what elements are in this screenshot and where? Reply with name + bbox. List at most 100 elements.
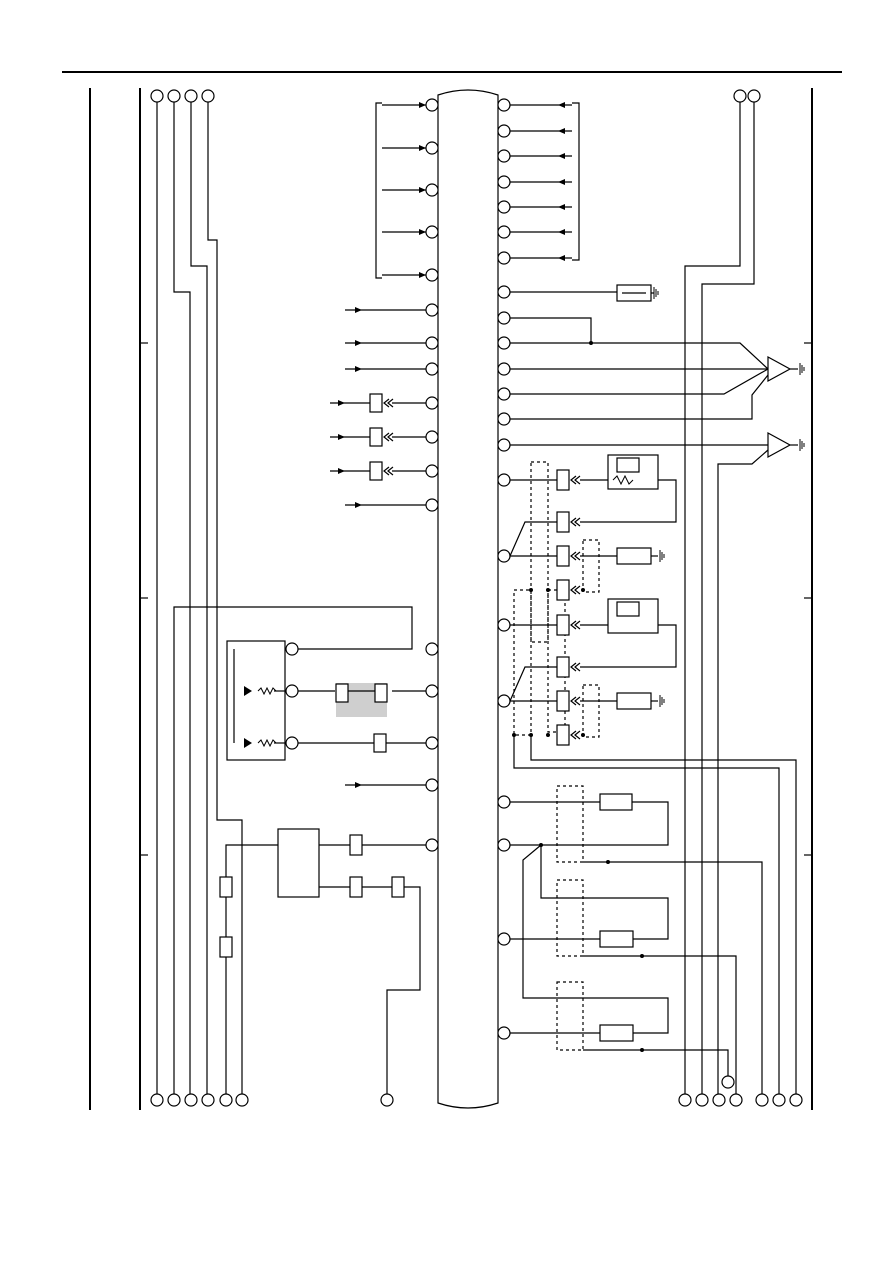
bus-wire: [207, 102, 243, 1094]
arrow-icon: [355, 502, 362, 508]
ecu-pin-right: [497, 311, 511, 325]
connector: [369, 393, 383, 413]
bus-wire: [513, 735, 780, 1094]
connector-chevron-icon: [574, 696, 581, 706]
ecu-pin-left: [425, 268, 439, 282]
bus-terminal-bottom-left: [184, 1093, 198, 1107]
connector: [219, 876, 233, 898]
arrow-icon: [558, 255, 565, 261]
bus-terminal-bottom-left: [380, 1093, 394, 1107]
wire: [509, 666, 557, 702]
bus-terminal-bottom-right: [789, 1093, 803, 1107]
wire: [386, 886, 421, 1094]
connector: [349, 876, 363, 898]
wire: [540, 845, 669, 940]
bus-wire: [583, 955, 737, 1094]
connector: [219, 936, 233, 958]
arrow-icon: [338, 434, 345, 440]
ecu-pin-right: [497, 838, 511, 852]
signal-wire: [717, 449, 769, 1094]
terminal: [285, 684, 299, 698]
led-icon: [244, 686, 252, 696]
bus-terminal-bottom-left: [235, 1093, 249, 1107]
arrow-icon: [419, 229, 426, 235]
injector-coil-2: [616, 547, 652, 565]
bus-terminal-bottom-right: [712, 1093, 726, 1107]
bus-terminal-bottom-right: [772, 1093, 786, 1107]
ground-icon: [799, 439, 805, 451]
bus-wire: [684, 102, 741, 1094]
connector: [349, 834, 363, 856]
arrow-icon: [338, 400, 345, 406]
bus-wire: [173, 102, 191, 1094]
bus-wire: [530, 735, 797, 1094]
ecu-pin-right: [497, 387, 511, 401]
arrow-icon: [419, 102, 426, 108]
arrow-icon: [558, 229, 565, 235]
connector-chevron-icon: [574, 662, 581, 672]
connector: [373, 733, 387, 753]
connector: [556, 545, 570, 567]
connector-chevron-icon: [383, 432, 390, 442]
ecu-pin-left: [425, 464, 439, 478]
ecu-pin-left: [425, 98, 439, 112]
ecu-pin-left: [425, 183, 439, 197]
connector-chevron-icon: [570, 475, 577, 485]
connector-chevron-icon: [570, 517, 577, 527]
connector-chevron-icon: [574, 475, 581, 485]
arrow-icon: [558, 128, 565, 134]
arrow-icon: [419, 187, 426, 193]
junction-dot: [581, 733, 585, 737]
ecu-pin-right: [497, 694, 511, 708]
arrow-icon: [355, 340, 362, 346]
ecu-pin-left: [425, 362, 439, 376]
led-indicator-box: [226, 640, 286, 761]
arrow-icon: [419, 272, 426, 278]
junction-dot: [546, 588, 550, 592]
wire: [225, 844, 278, 877]
connector-chevron-icon: [383, 398, 390, 408]
bus-terminal-bottom-left: [219, 1093, 233, 1107]
ecu-pin-right: [497, 225, 511, 239]
ecu-pin-right: [497, 1026, 511, 1040]
bus-terminal-top-left: [167, 89, 181, 103]
ecu-pin-left: [425, 684, 439, 698]
bus-terminal-bottom-right: [755, 1093, 769, 1107]
ecu-pin-right: [497, 149, 511, 163]
ecu-pin-left: [425, 430, 439, 444]
connector-chevron-icon: [387, 466, 394, 476]
bus-terminal-top-left: [201, 89, 215, 103]
connector: [556, 724, 570, 746]
bus-wire: [583, 1049, 729, 1082]
arrow-icon: [355, 307, 362, 313]
terminal: [285, 736, 299, 750]
lamp: [599, 793, 633, 811]
ground-icon: [659, 550, 665, 562]
junction-dot: [640, 1048, 644, 1052]
connector: [556, 579, 570, 601]
bus-terminal-top-left: [150, 89, 164, 103]
resistor-icon: [612, 474, 634, 486]
ecu-pin-right: [497, 285, 511, 299]
wire: [522, 844, 669, 1034]
ecu-pin-right: [497, 549, 511, 563]
coil-icon: [616, 457, 640, 473]
bracket-left: [375, 102, 382, 279]
shield-box: [556, 785, 584, 863]
arrow-icon: [558, 204, 565, 210]
connector-chevron-icon: [383, 466, 390, 476]
coil-icon: [616, 601, 640, 617]
connector: [556, 511, 570, 533]
ecu-pin-left: [425, 141, 439, 155]
ecu-pin-right: [497, 618, 511, 632]
arrow-icon: [558, 179, 565, 185]
shield-box: [582, 684, 600, 738]
bus-terminal-top-right: [733, 89, 747, 103]
shield-box: [513, 589, 532, 736]
bracket-right: [572, 102, 580, 261]
bus-wire: [190, 102, 208, 1094]
connector: [556, 469, 570, 491]
ecu-pin-left: [425, 838, 439, 852]
connector-chevron-icon: [574, 551, 581, 561]
